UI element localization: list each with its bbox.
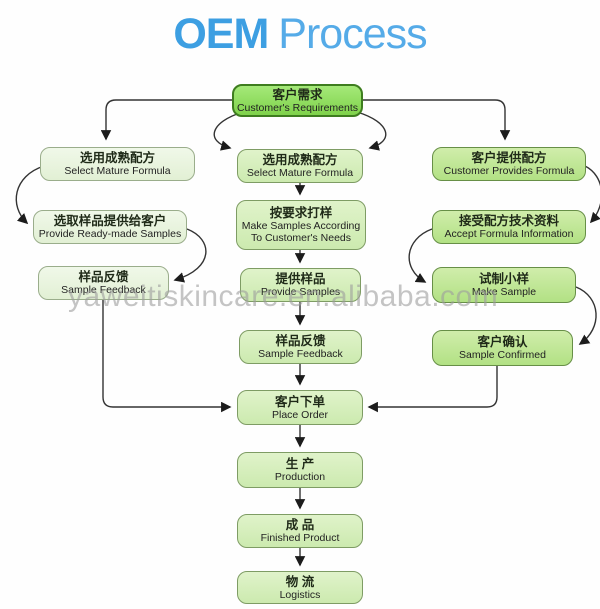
node-label-zh: 生 产 (285, 457, 315, 471)
node-label-zh: 样品反馈 (78, 270, 129, 284)
node-label-zh: 按要求打样 (269, 206, 333, 220)
flow-node-make-sample: 试制小样 Make Sample (432, 267, 576, 303)
node-label-zh: 选用成熟配方 (262, 153, 338, 167)
node-label-en: Customer Provides Formula (443, 165, 575, 177)
node-label-zh: 样品反馈 (275, 334, 326, 348)
node-label-zh: 客户下单 (274, 394, 325, 409)
title-oem: OEM (173, 10, 269, 58)
node-label-zh: 接受配方技术资料 (458, 214, 559, 228)
node-label-en: Place Order (271, 408, 329, 421)
flow-node-logistics: 物 流 Logistics (237, 571, 363, 604)
node-label-en: Production (274, 471, 326, 483)
node-label-zh: 物 流 (285, 574, 315, 589)
node-label-zh: 选取样品提供给客户 (53, 214, 167, 228)
node-label-en: Provide Samples (260, 286, 341, 298)
flow-node-customer-requirements: 客户需求 Customer's Requirements (232, 84, 363, 117)
node-label-zh: 提供样品 (275, 272, 326, 286)
node-label-en: Select Mature Formula (246, 167, 354, 179)
node-label-en: Provide Ready-made Samples (38, 228, 182, 240)
node-label-zh: 选用成熟配方 (79, 151, 155, 165)
node-label-en: Customer's Requirements (236, 101, 359, 114)
node-label-zh: 成 品 (285, 518, 315, 532)
flow-node-production: 生 产 Production (237, 452, 363, 488)
flow-node-sample-feedback-left: 样品反馈 Sample Feedback (38, 266, 169, 300)
node-label-en: Finished Product (260, 532, 340, 544)
flow-node-finished-product: 成 品 Finished Product (237, 514, 363, 548)
node-label-en: Make Sample (471, 286, 537, 298)
title-process: Process (278, 10, 427, 58)
flow-node-sample-feedback-mid: 样品反馈 Sample Feedback (239, 330, 362, 364)
flow-node-select-mature-formula-mid: 选用成熟配方 Select Mature Formula (237, 149, 363, 183)
node-label-en: Sample Feedback (61, 284, 146, 296)
node-label-zh: 客户需求 (272, 87, 323, 102)
node-label-en: Sample Feedback (258, 348, 343, 360)
flow-node-select-mature-formula-left: 选用成熟配方 Select Mature Formula (40, 147, 195, 181)
flow-node-accept-formula-information: 接受配方技术资料 Accept Formula Information (432, 210, 586, 244)
node-label-en: Select Mature Formula (64, 165, 171, 177)
flow-node-customer-provides-formula: 客户提供配方 Customer Provides Formula (432, 147, 586, 181)
node-label-zh: 客户提供配方 (471, 151, 547, 165)
flow-node-sample-confirmed: 客户确认 Sample Confirmed (432, 330, 573, 366)
node-label-en: Logistics (279, 588, 321, 601)
node-label-zh: 客户确认 (477, 335, 528, 349)
flow-node-provide-ready-made-samples: 选取样品提供给客户 Provide Ready-made Samples (33, 210, 187, 244)
flow-node-provide-samples: 提供样品 Provide Samples (240, 268, 361, 302)
node-label-en: Accept Formula Information (444, 228, 574, 240)
flow-node-make-samples-according: 按要求打样 Make Samples According To Customer… (236, 200, 366, 250)
node-label-en: Make Samples According To Customer's Nee… (241, 220, 361, 244)
node-label-en: Sample Confirmed (459, 349, 546, 361)
node-label-zh: 试制小样 (478, 272, 529, 286)
flow-node-place-order: 客户下单 Place Order (237, 390, 363, 425)
